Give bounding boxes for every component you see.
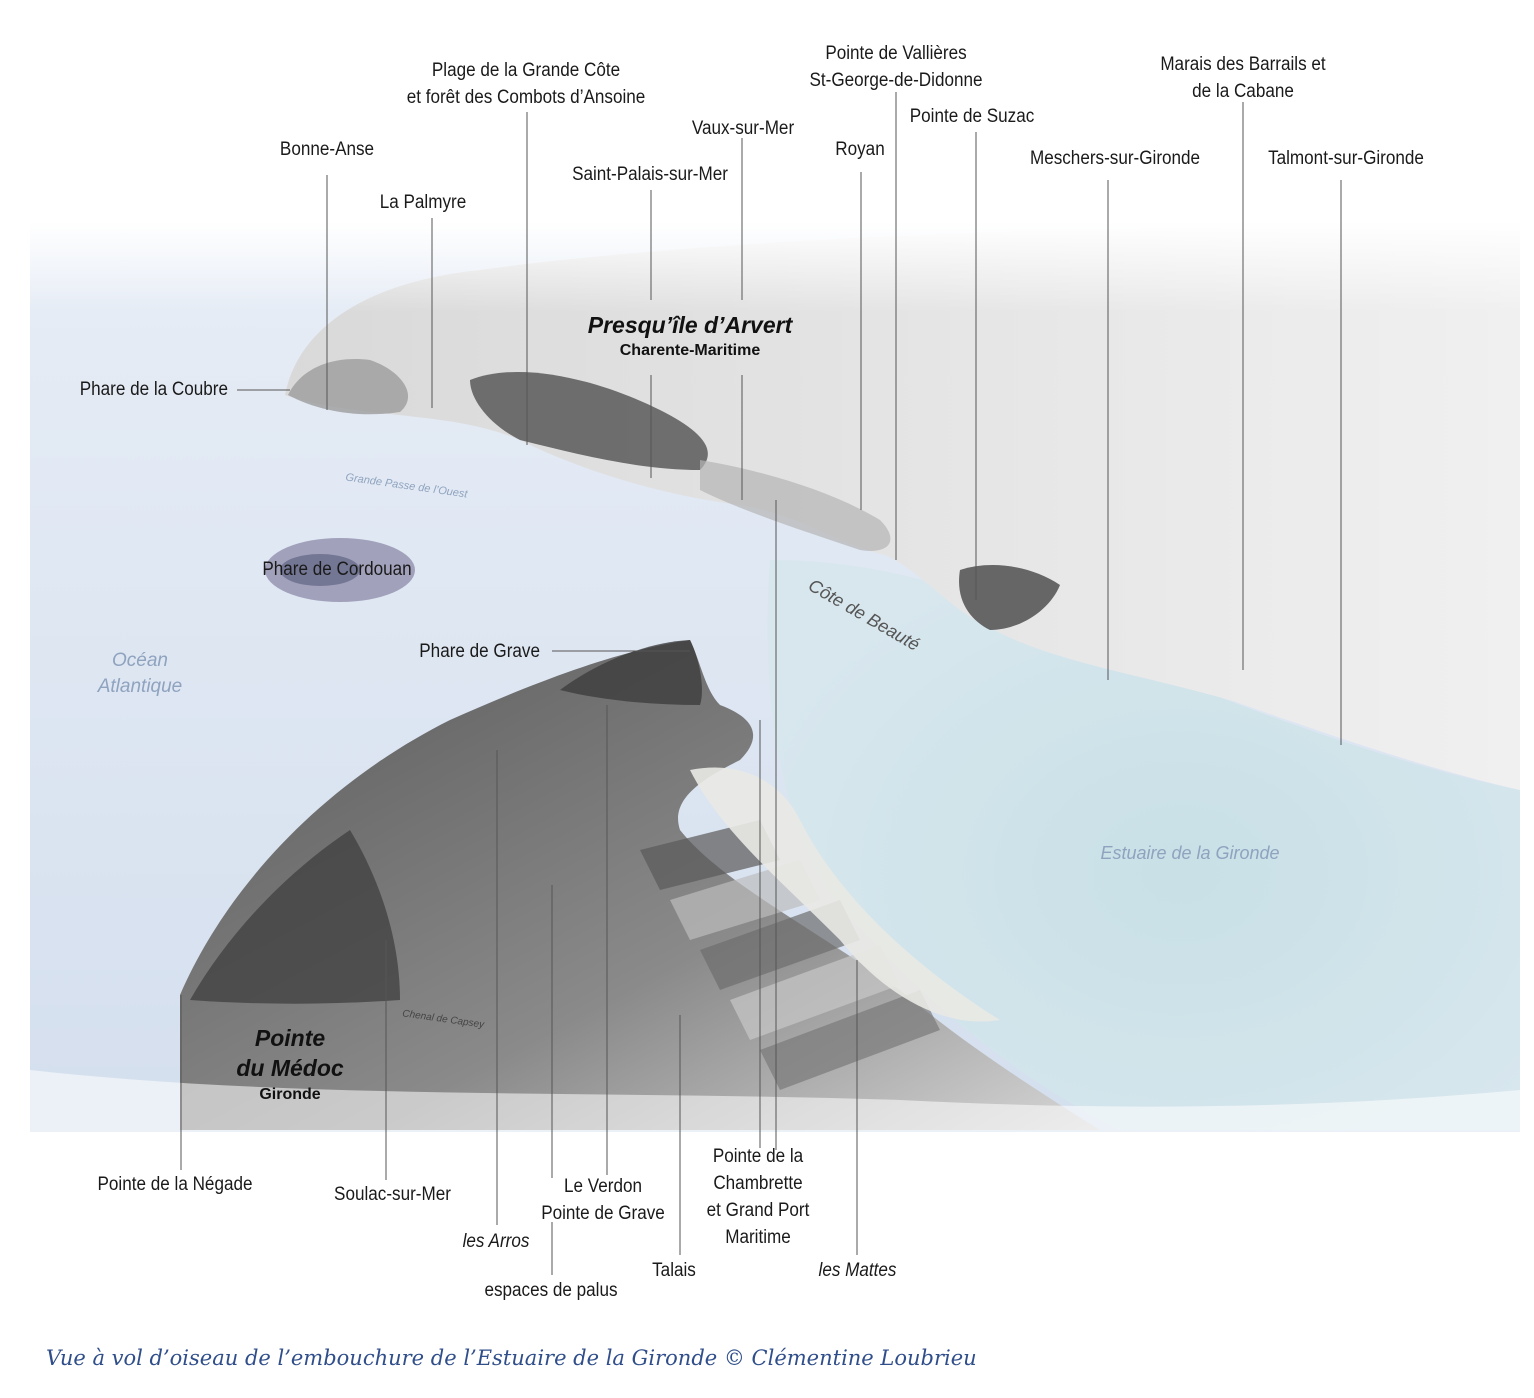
label-chambrette-line4: Maritime [725, 1227, 791, 1248]
label-phare-grave: Phare de Grave [419, 641, 540, 662]
ocean-label-line1: Océan [112, 650, 168, 671]
estuary-water [767, 560, 1520, 1130]
arvert-forest [470, 371, 708, 470]
label-mattes: les Mattes [818, 1260, 897, 1281]
medoc-title-line1: Pointe [254, 1025, 326, 1051]
label-negade: Pointe de la Négade [97, 1174, 253, 1195]
arvert-title: Presqu’île d’Arvert [587, 312, 793, 338]
label-la-palmyre: La Palmyre [379, 192, 467, 213]
label-meschers: Meschers-sur-Gironde [1029, 148, 1201, 169]
medoc-peninsula [180, 640, 1100, 1130]
label-talais: Talais [652, 1260, 696, 1281]
label-talmont: Talmont-sur-Gironde [1268, 148, 1424, 169]
royan-urban [700, 460, 891, 551]
label-palus: espaces de palus [484, 1280, 618, 1301]
verdon-sandbank [690, 767, 1000, 1022]
label-chambrette-line1: Pointe de la [712, 1146, 804, 1167]
ocean-label-line2: Atlantique [97, 676, 183, 697]
label-plage-line2: et forêt des Combots d’Ansoine [406, 87, 646, 108]
label-soulac: Soulac-sur-Mer [334, 1184, 451, 1205]
label-chambrette: Pointe de la Chambrette et Grand Port Ma… [695, 1143, 821, 1251]
label-verdon: Le Verdon Pointe de Grave [531, 1173, 675, 1227]
label-vallieres: Pointe de Vallières St-George-de-Didonne [797, 40, 995, 94]
coubre-point [288, 359, 409, 415]
label-royan: Royan [835, 139, 885, 160]
medoc-title-line2: du Médoc [236, 1055, 344, 1081]
label-vaux: Vaux-sur-Mer [691, 118, 795, 139]
north-shore-land [285, 226, 1520, 790]
estuary-label: Estuaire de la Gironde [1100, 843, 1280, 863]
leader-lines [180, 92, 1342, 1275]
medoc-dark-forest [190, 830, 400, 1004]
grave-dark-tip [560, 640, 702, 705]
label-barrails: Marais des Barrails et de la Cabane [1144, 51, 1342, 105]
label-phare-coubre: Phare de la Coubre [79, 379, 229, 400]
figure-caption: Vue à vol d’oiseau de l’embouchure de l’… [46, 1346, 977, 1370]
arvert-subtitle: Charente-Maritime [619, 342, 761, 359]
label-vallieres-line1: Pointe de Vallières [825, 43, 967, 64]
label-barrails-line2: de la Cabane [1192, 81, 1294, 102]
suzac-forest [959, 565, 1060, 630]
label-bonne-anse: Bonne-Anse [279, 139, 375, 160]
label-plage-grande-cote: Plage de la Grande Côte et forêt des Com… [400, 57, 652, 111]
ocean-label: Océan Atlantique [90, 648, 190, 700]
label-arros: les Arros [462, 1231, 530, 1252]
label-chambrette-line2: Chambrette [713, 1173, 803, 1194]
label-barrails-line1: Marais des Barrails et [1160, 54, 1326, 75]
label-phare-cordouan: Phare de Cordouan [262, 559, 412, 580]
label-suzac: Pointe de Suzac [909, 106, 1035, 127]
label-vallieres-line2: St-George-de-Didonne [809, 70, 983, 91]
medoc-subtitle: Gironde [259, 1086, 321, 1103]
medoc-title: Pointe du Médoc [210, 1023, 370, 1083]
label-verdon-line2: Pointe de Grave [541, 1203, 665, 1224]
label-chambrette-line3: et Grand Port [706, 1200, 810, 1221]
label-saint-palais: Saint-Palais-sur-Mer [572, 164, 728, 185]
label-plage-line1: Plage de la Grande Côte [431, 60, 621, 81]
label-verdon-line1: Le Verdon [564, 1176, 642, 1197]
